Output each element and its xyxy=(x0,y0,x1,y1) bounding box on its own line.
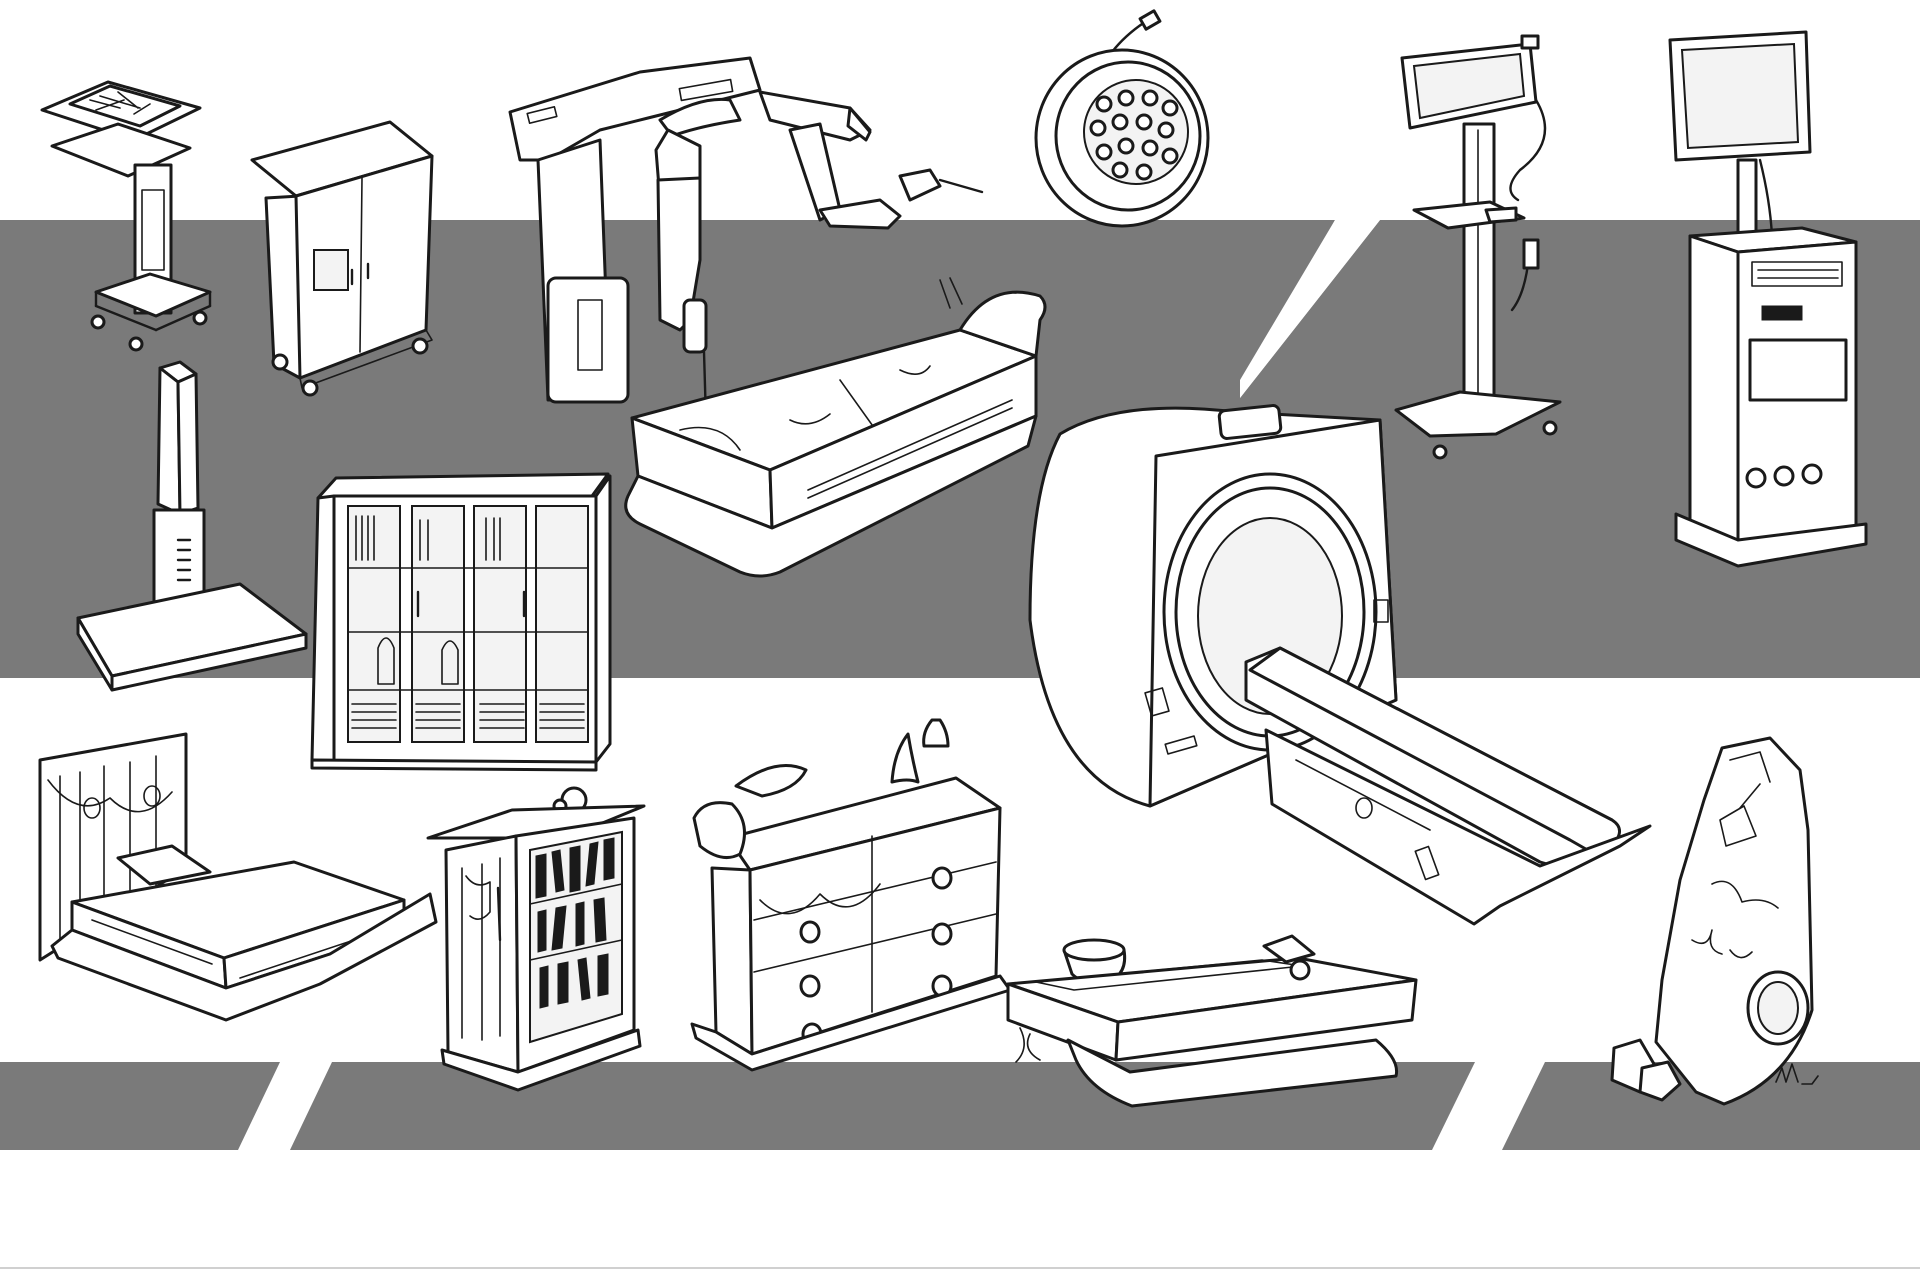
uv-tower-vent xyxy=(176,538,192,582)
lower-band-right xyxy=(1502,1062,1920,1150)
wooden-bookcase xyxy=(426,786,646,1092)
lower-band-left xyxy=(0,1062,280,1150)
wooden-dresser xyxy=(690,718,1012,1072)
cabinet-books xyxy=(355,515,501,561)
medical-supply-cabinet xyxy=(250,120,434,397)
lamp-led-grid xyxy=(1089,89,1179,181)
surgical-ceiling-lamp xyxy=(1034,9,1210,228)
stone-altar-table xyxy=(1006,934,1418,1108)
instrument-tray-stand xyxy=(40,80,212,352)
ct-scanner xyxy=(1028,404,1652,926)
glass-display-cabinet xyxy=(310,472,612,772)
upper-band-stripe xyxy=(1240,220,1380,398)
robotic-surgical-arm xyxy=(508,56,984,422)
cabinet-drawer-slats xyxy=(351,703,585,729)
carved-standing-stone xyxy=(1610,736,1819,1106)
wooden-bed xyxy=(38,732,438,1022)
operating-table xyxy=(624,277,1047,578)
uv-light-tower xyxy=(76,360,308,692)
bookcase-books xyxy=(535,837,615,1009)
ultrasound-console xyxy=(1668,30,1868,568)
monitor-stand xyxy=(1394,34,1562,460)
